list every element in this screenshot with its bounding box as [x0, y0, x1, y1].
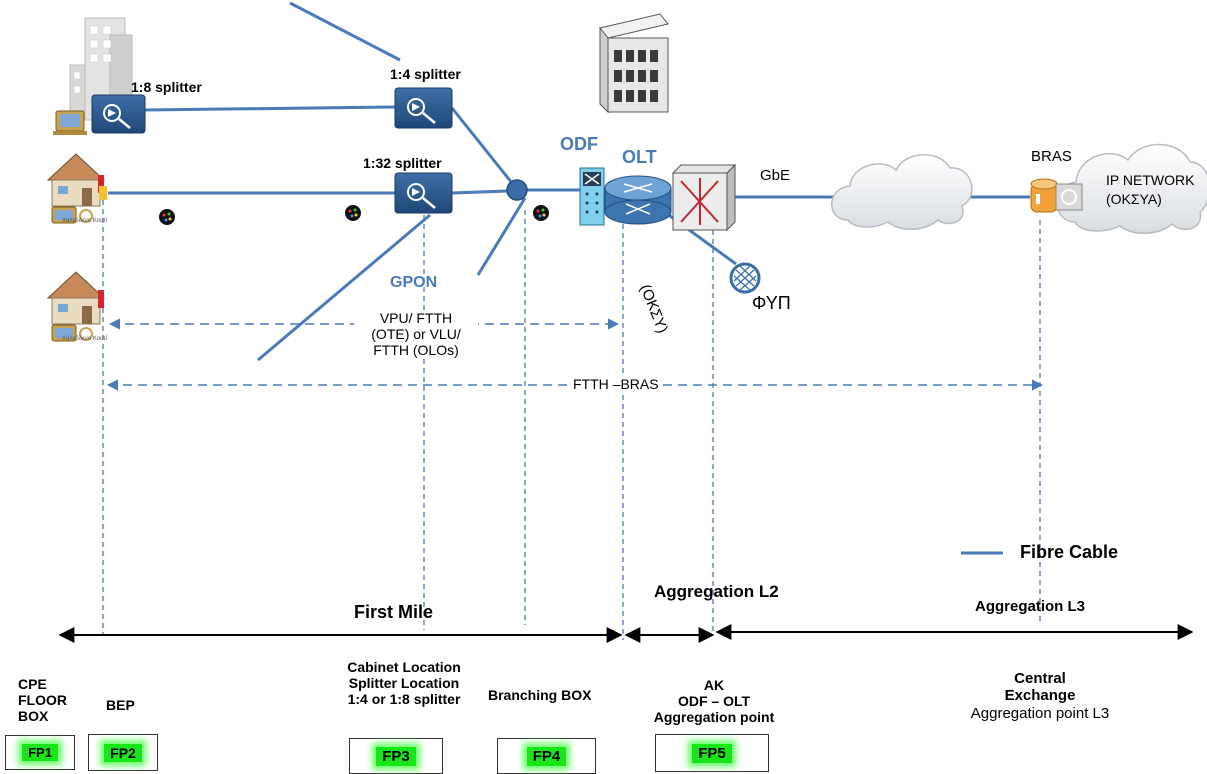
ip-network-label: IP NETWORK — [1106, 172, 1195, 188]
gpon-label: GPON — [390, 274, 438, 291]
fyp-label: ΦΥΠ — [752, 293, 791, 313]
house-icon — [46, 271, 106, 342]
branching-node — [506, 179, 528, 201]
ip-network-sublabel: (ΟΚΣΥΑ) — [1106, 191, 1162, 207]
house-caption: Χαλκόδενο Κουτί — [62, 336, 108, 342]
odf-label: ODF — [560, 134, 598, 154]
cabinet-label: Cabinet Location Splitter Location 1:4 o… — [330, 659, 478, 707]
ak-line-1: AK — [703, 677, 725, 693]
fp2-box: FP2 — [88, 734, 158, 771]
fp3-label: FP3 — [376, 746, 416, 766]
splitter-1-8-label: 1:8 splitter — [131, 79, 202, 95]
splitter-icon — [91, 94, 146, 134]
fp4-label: FP4 — [526, 746, 567, 766]
cpe-line-3: BOX — [18, 708, 49, 725]
cpe-label: CPE FLOOR BOX — [18, 676, 67, 724]
odf-panel-icon — [579, 167, 605, 226]
fp5-box: FP5 — [655, 734, 769, 772]
fyp-node-icon — [729, 262, 761, 294]
fp4-box: FP4 — [497, 738, 596, 774]
vpu-line-3: FTTH (OLOs) — [373, 342, 459, 359]
fp1-label: FP1 — [22, 744, 58, 761]
house-caption: Χαλκόδενο Κουτί — [62, 218, 108, 224]
cpe-line-1: CPE — [18, 676, 47, 692]
fibre-cables — [108, 1, 1030, 555]
fp3-box: FP3 — [349, 738, 443, 774]
fibre-bundle-icon — [345, 205, 361, 221]
ak-line-2: ODF – OLT — [677, 693, 751, 710]
dashed-guides — [102, 200, 1041, 640]
segment-aggregation-l2: Aggregation L2 — [654, 582, 779, 601]
splitter-1-4-label: 1:4 splitter — [390, 66, 461, 82]
bras-router-icon — [1030, 178, 1083, 213]
cpe-line-2: FLOOR — [18, 692, 67, 709]
central-exchange-label: Central Exchange Aggregation point L3 — [950, 670, 1130, 722]
segment-aggregation-l3: Aggregation L3 — [975, 598, 1086, 615]
fibre-bundle-icon — [533, 205, 549, 221]
splitter-1-32-label: 1:32 splitter — [363, 155, 442, 171]
bep-label: BEP — [106, 697, 135, 713]
ftth-bras-label: FTTH –BRAS — [570, 376, 662, 393]
ak-line-3: Aggregation point — [653, 709, 775, 726]
legend-fibre-label: Fibre Cable — [1020, 542, 1119, 562]
segment-first-mile: First Mile — [354, 602, 434, 622]
cabinet-line-1: Cabinet Location — [347, 659, 461, 675]
vpu-label: VPU/ FTTH (OTE) or VLU/ FTTH (OLOs) — [354, 310, 478, 359]
fp1-box: FP1 — [5, 735, 75, 770]
bras-label: BRAS — [1031, 148, 1072, 165]
splitter-icon — [394, 172, 453, 214]
olt-label: OLT — [622, 147, 657, 167]
fp2-label: FP2 — [104, 743, 142, 762]
laptop-icon — [53, 110, 87, 135]
house-icon — [46, 153, 107, 224]
server-building-icon — [599, 13, 669, 114]
branching-box-label: Branching BOX — [488, 687, 592, 703]
cloud-icon — [831, 154, 973, 230]
gbe-label: GbE — [760, 167, 791, 184]
cabinet-line-3: 1:4 or 1:8 splitter — [347, 691, 461, 708]
segment-arrows — [58, 624, 1194, 643]
central-line-1: Central — [1014, 670, 1066, 687]
ak-label: AK ODF – OLT Aggregation point — [642, 677, 786, 725]
fibre-bundle-icon — [159, 209, 175, 225]
vpu-line-1: VPU/ FTTH — [379, 310, 453, 326]
router-icon — [604, 175, 672, 225]
central-line-2: Exchange — [1004, 687, 1076, 705]
switch-icon — [671, 163, 737, 232]
splitter-icon — [394, 87, 453, 129]
cabinet-line-2: Splitter Location — [348, 675, 460, 692]
central-line-3: Aggregation point L3 — [970, 704, 1110, 722]
fp5-label: FP5 — [692, 743, 732, 763]
cloud-icon — [1056, 143, 1207, 234]
vpu-line-2: (OTE) or VLU/ — [371, 326, 461, 343]
